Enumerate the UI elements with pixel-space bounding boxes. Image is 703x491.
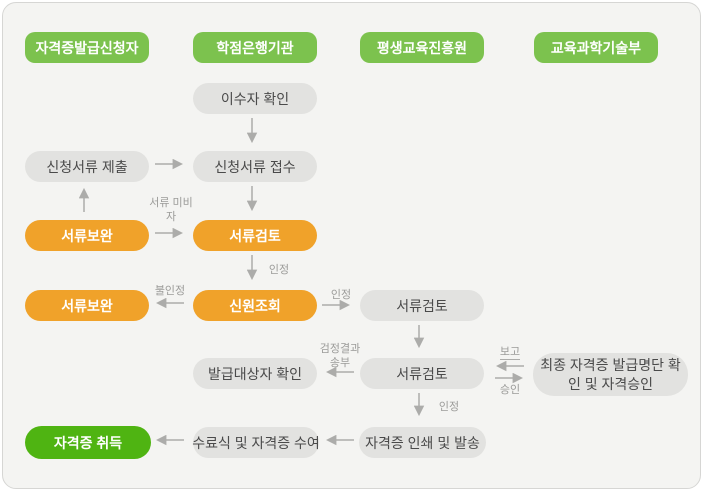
node-docs-submit: 신청서류 제출 xyxy=(25,151,149,182)
edge-label-approved-3: 인정 xyxy=(438,401,460,413)
header-applicant: 자격증발급신청자 xyxy=(25,32,149,63)
node-docs-supplement-2: 서류보완 xyxy=(25,290,149,321)
node-issuance-target-check: 발급대상자 확인 xyxy=(193,358,317,389)
node-ceremony: 수료식 및 자격증 수여 xyxy=(192,427,320,458)
node-docs-receive: 신청서류 접수 xyxy=(193,151,317,182)
header-lifelong-edu: 평생교육진흥원 xyxy=(360,32,484,63)
header-credit-bank: 학점은행기관 xyxy=(193,32,317,63)
edge-label-approve: 승인 xyxy=(499,384,521,396)
node-docs-review-3: 서류검토 xyxy=(360,358,484,389)
edge-label-rejected: 불인정 xyxy=(154,285,186,297)
node-cert-acquire: 자격증 취득 xyxy=(25,426,151,459)
node-final-approval: 최종 자격증 발급명단 확인 및 자격승인 xyxy=(533,353,688,396)
header-ministry: 교육과학기술부 xyxy=(534,32,658,63)
node-completer-check: 이수자 확인 xyxy=(193,83,317,114)
node-docs-supplement-1: 서류보완 xyxy=(25,220,149,251)
node-docs-review-2: 서류검토 xyxy=(360,290,484,321)
node-docs-review-1: 서류검토 xyxy=(193,220,317,251)
edge-label-missing-docs: 서류 미비자 xyxy=(149,197,193,223)
edge-label-test-result-sent: 검정결과 송부 xyxy=(319,343,361,369)
node-cert-print-send: 자격증 인쇄 및 발송 xyxy=(359,427,486,458)
node-identity-check: 신원조회 xyxy=(193,290,317,321)
edge-label-approved-1: 인정 xyxy=(268,264,290,276)
edge-label-approved-2: 인정 xyxy=(330,289,352,301)
edge-label-report: 보고 xyxy=(499,346,521,360)
